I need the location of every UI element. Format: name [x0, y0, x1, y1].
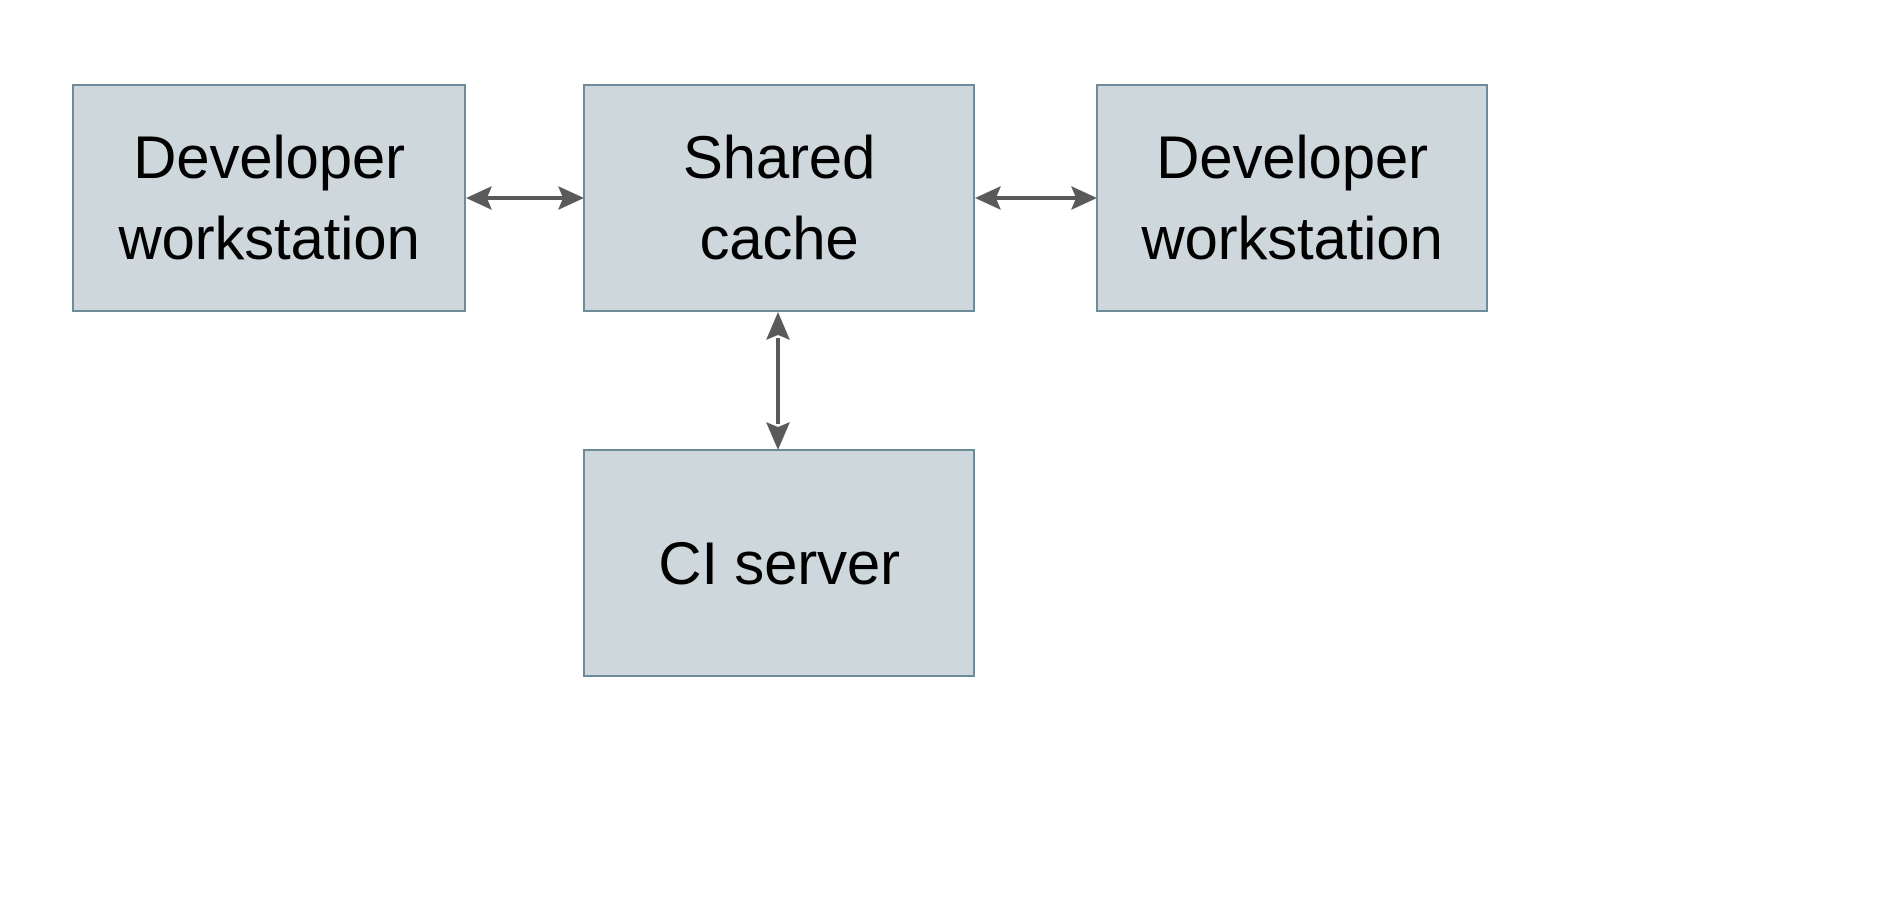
- double-arrow-icon: [466, 186, 584, 210]
- node-developer-workstation-left[interactable]: Developer workstation: [72, 84, 466, 312]
- node-label: Shared cache: [682, 124, 876, 272]
- node-ci-server[interactable]: CI server: [583, 449, 975, 677]
- connector-left-workstation-to-shared-cache: [466, 186, 584, 210]
- connector-shared-cache-to-ci-server: [766, 312, 790, 450]
- node-label: Developer workstation: [1141, 124, 1443, 272]
- double-arrow-icon: [975, 186, 1097, 210]
- double-arrow-icon: [766, 312, 790, 450]
- node-label: Developer workstation: [118, 124, 420, 272]
- node-label: CI server: [658, 529, 900, 597]
- connector-shared-cache-to-right-workstation: [975, 186, 1097, 210]
- node-shared-cache[interactable]: Shared cache: [583, 84, 975, 312]
- node-developer-workstation-right[interactable]: Developer workstation: [1096, 84, 1488, 312]
